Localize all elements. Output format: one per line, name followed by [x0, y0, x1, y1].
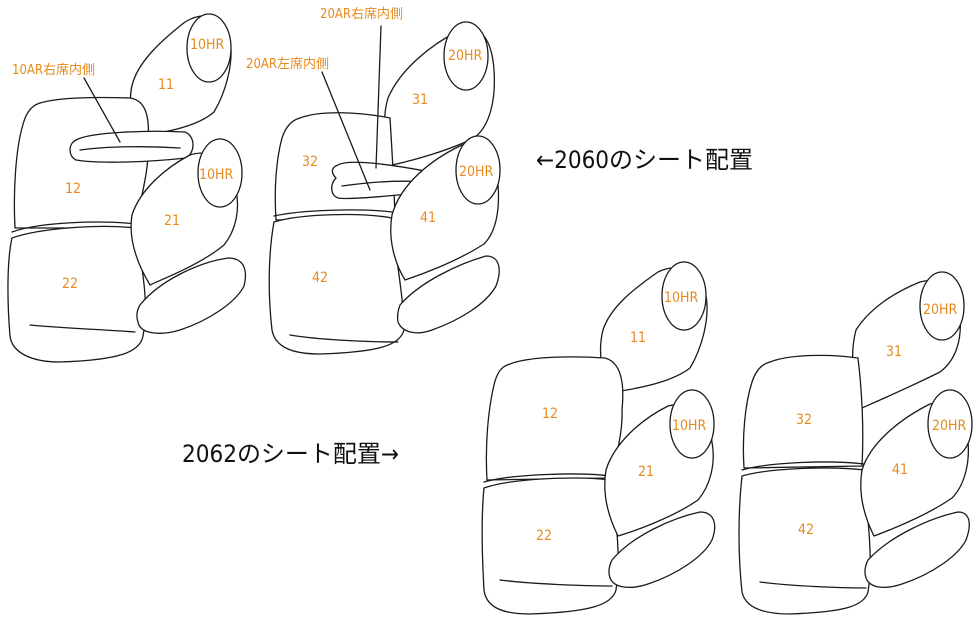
part-label-12-2062: 12 — [542, 406, 558, 422]
caption-2062-layout: 2062のシート配置→ — [182, 440, 399, 468]
headrest-label-20hr-bottom: 20HR — [459, 164, 493, 180]
headrest-20hr-top-2062 — [919, 271, 965, 341]
seat-2062-rear: 20HR 20HR 31 32 41 42 — [738, 271, 973, 615]
part-label-21-2062: 21 — [638, 464, 654, 480]
part-label-31-2062: 31 — [886, 344, 902, 360]
callout-line-10ar — [83, 77, 121, 143]
seam-32-42-2062 — [741, 461, 865, 471]
part-label-11: 11 — [158, 77, 174, 93]
headrest-10hr-bottom — [197, 138, 243, 208]
seat-2062-front: 10HR 10HR 11 12 21 22 — [481, 261, 716, 615]
headrest-10hr-top — [186, 13, 232, 83]
headrest-10hr-top-2062 — [661, 261, 707, 331]
seam-42-bottom — [289, 334, 399, 343]
callout-20ar-left-inner: 20AR左席内側 — [246, 56, 329, 72]
seam-22-bottom — [29, 324, 136, 333]
headrest-20hr-bottom-2062 — [927, 389, 973, 459]
part-label-31: 31 — [412, 92, 428, 108]
part-label-12: 12 — [65, 181, 81, 197]
headrest-label-10hr-top-2062: 10HR — [664, 290, 698, 306]
cushion-22-2062 — [481, 477, 619, 615]
headrest-20hr-bottom — [455, 135, 501, 205]
part-label-21: 21 — [164, 213, 180, 229]
cushion-41-lower-2062 — [864, 511, 970, 589]
cushion-21-lower-2062 — [608, 511, 716, 589]
armrest-10ar-inner — [79, 146, 181, 151]
headrest-label-10hr-bottom: 10HR — [199, 167, 233, 183]
part-label-41-2062: 41 — [892, 462, 908, 478]
cushion-22 — [7, 225, 147, 363]
caption-2060-layout: ←2060のシート配置 — [536, 146, 753, 174]
headrest-label-10hr-top: 10HR — [190, 37, 224, 53]
headrest-20hr-top — [443, 21, 489, 91]
cushion-41-lower — [396, 255, 500, 334]
headrest-label-20hr-top-2062: 20HR — [923, 302, 957, 318]
headrest-10hr-bottom-2062 — [669, 389, 715, 459]
part-label-32-2062: 32 — [796, 412, 812, 428]
part-label-22-2062: 22 — [536, 528, 552, 544]
cushion-42 — [268, 213, 405, 355]
callout-10ar-right-inner: 10AR右席内側 — [12, 62, 95, 78]
seatback-32-2062 — [742, 354, 864, 469]
callout-line-20ar-right — [375, 25, 382, 169]
seam-12-22-2062 — [483, 473, 611, 483]
seat-2060-front: 10AR右席内側 10HR 10HR 11 12 21 22 — [7, 13, 247, 363]
callout-20ar-right-inner: 20AR右席内側 — [320, 6, 403, 22]
headrest-label-20hr-bottom-2062: 20HR — [932, 418, 966, 434]
part-label-11-2062: 11 — [630, 330, 646, 346]
seam-42-bottom-2062 — [759, 581, 867, 589]
cushion-21-lower — [136, 257, 247, 334]
seatback-12 — [13, 96, 150, 229]
cushion-42-2062 — [738, 467, 871, 615]
part-label-42-2062: 42 — [798, 522, 814, 538]
seat-2060-rear: 20AR右席内側 20AR左席内側 20HR 20HR 31 32 41 42 — [246, 6, 501, 355]
callout-line-20ar-left — [321, 71, 371, 191]
part-label-41: 41 — [420, 210, 436, 226]
part-label-42: 42 — [312, 270, 328, 286]
headrest-label-20hr-top: 20HR — [448, 48, 482, 64]
seam-22-bottom-2062 — [499, 579, 613, 587]
part-label-22: 22 — [62, 276, 78, 292]
part-label-32: 32 — [302, 154, 318, 170]
seam-32-42 — [273, 209, 393, 217]
seam-12-22 — [11, 221, 137, 233]
headrest-label-10hr-bottom-2062: 10HR — [672, 418, 706, 434]
